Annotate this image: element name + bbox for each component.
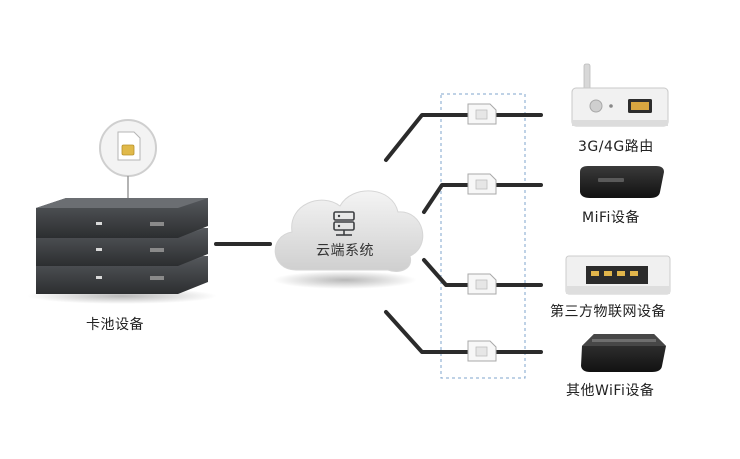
router-icon (571, 63, 669, 127)
card-pool-label: 卡池设备 (86, 317, 144, 333)
sim-chip-router (467, 103, 497, 125)
device-label-iot: 第三方物联网设备 (550, 304, 666, 320)
cloud-icon (273, 190, 424, 289)
device-label-router: 3G/4G路由 (578, 139, 654, 155)
device-connectors (384, 113, 543, 354)
mifi-icon (580, 166, 664, 198)
device-label-mifi: MiFi设备 (582, 210, 640, 226)
device-label-wifi: 其他WiFi设备 (566, 383, 655, 399)
cloud-label: 云端系统 (316, 243, 374, 259)
sim-chip-iot (467, 273, 497, 295)
iot-device-icon (565, 255, 671, 295)
sim-chip-wifi (467, 340, 497, 362)
card-pool-device-icon (27, 198, 217, 304)
server-icon (333, 211, 355, 236)
wifi-device-icon (581, 334, 666, 372)
sim-chip-mifi (467, 173, 497, 195)
sim-card-icon (99, 119, 157, 209)
sim-slot-group-box (440, 93, 526, 379)
